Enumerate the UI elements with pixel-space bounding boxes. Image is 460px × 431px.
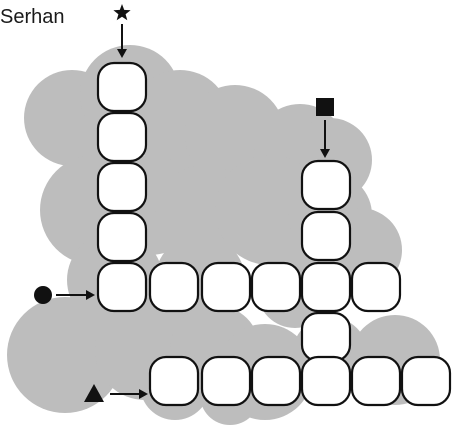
grid-cell xyxy=(200,355,252,407)
grid-cell xyxy=(300,355,352,407)
grid-cell xyxy=(300,261,352,313)
grid-cell xyxy=(250,261,302,313)
arrow-head xyxy=(86,290,95,300)
grid-cell xyxy=(350,355,402,407)
author-label: Serhan xyxy=(0,6,65,28)
triangle-icon xyxy=(84,384,104,402)
marker-group xyxy=(34,4,334,402)
grid-cell xyxy=(96,211,148,263)
grid-cell xyxy=(300,159,352,211)
circle-icon xyxy=(34,286,52,304)
grid-cell xyxy=(200,261,252,313)
arrow-head xyxy=(320,149,330,158)
square-icon xyxy=(316,98,334,116)
star-icon xyxy=(113,4,131,21)
arrow-head xyxy=(117,49,127,58)
cell-grid xyxy=(96,61,452,407)
grid-cell xyxy=(300,311,352,363)
grid-cell xyxy=(400,355,452,407)
grid-cell xyxy=(300,210,352,262)
grid-cell xyxy=(148,261,200,313)
grid-cell xyxy=(148,355,200,407)
grid-cell xyxy=(350,261,402,313)
grid-cell xyxy=(96,61,148,113)
grid-cell xyxy=(96,161,148,213)
arrow-head xyxy=(139,389,148,399)
grid-cell xyxy=(250,355,302,407)
grid-cell xyxy=(96,111,148,163)
grid-cell xyxy=(96,261,148,313)
